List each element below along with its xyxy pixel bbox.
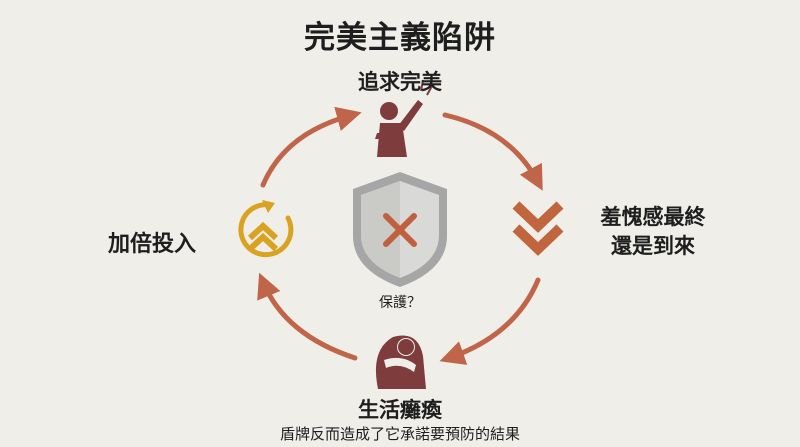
reaching-figure-icon [375,79,433,157]
node-label-right-line1: 羞愧感最終 [600,205,706,229]
arrow-top-to-right [442,112,543,191]
node-label-bottom: 生活癱瘓 [358,398,442,422]
diagram-caption: 盾牌反而造成了它承諾要預防的結果 [279,425,520,443]
node-label-right: 羞愧感最終 還是到來 [578,203,728,261]
node-label-right-line2: 還是到來 [611,234,695,258]
circular-double-chevron-up-icon [238,200,294,258]
double-chevron-down-icon [512,201,564,256]
arrow-bottom-to-left [257,272,358,361]
shield-x-icon [353,172,447,287]
diagram-title: 完美主義陷阱 [304,20,496,56]
arrow-left-to-top [260,106,362,188]
node-label-top: 追求完美 [358,70,442,94]
shield-label: 保護？ [379,295,421,311]
node-label-left: 加倍投入 [108,232,197,257]
arrow-right-to-bottom [439,277,541,365]
crouching-figure-icon [375,335,426,389]
